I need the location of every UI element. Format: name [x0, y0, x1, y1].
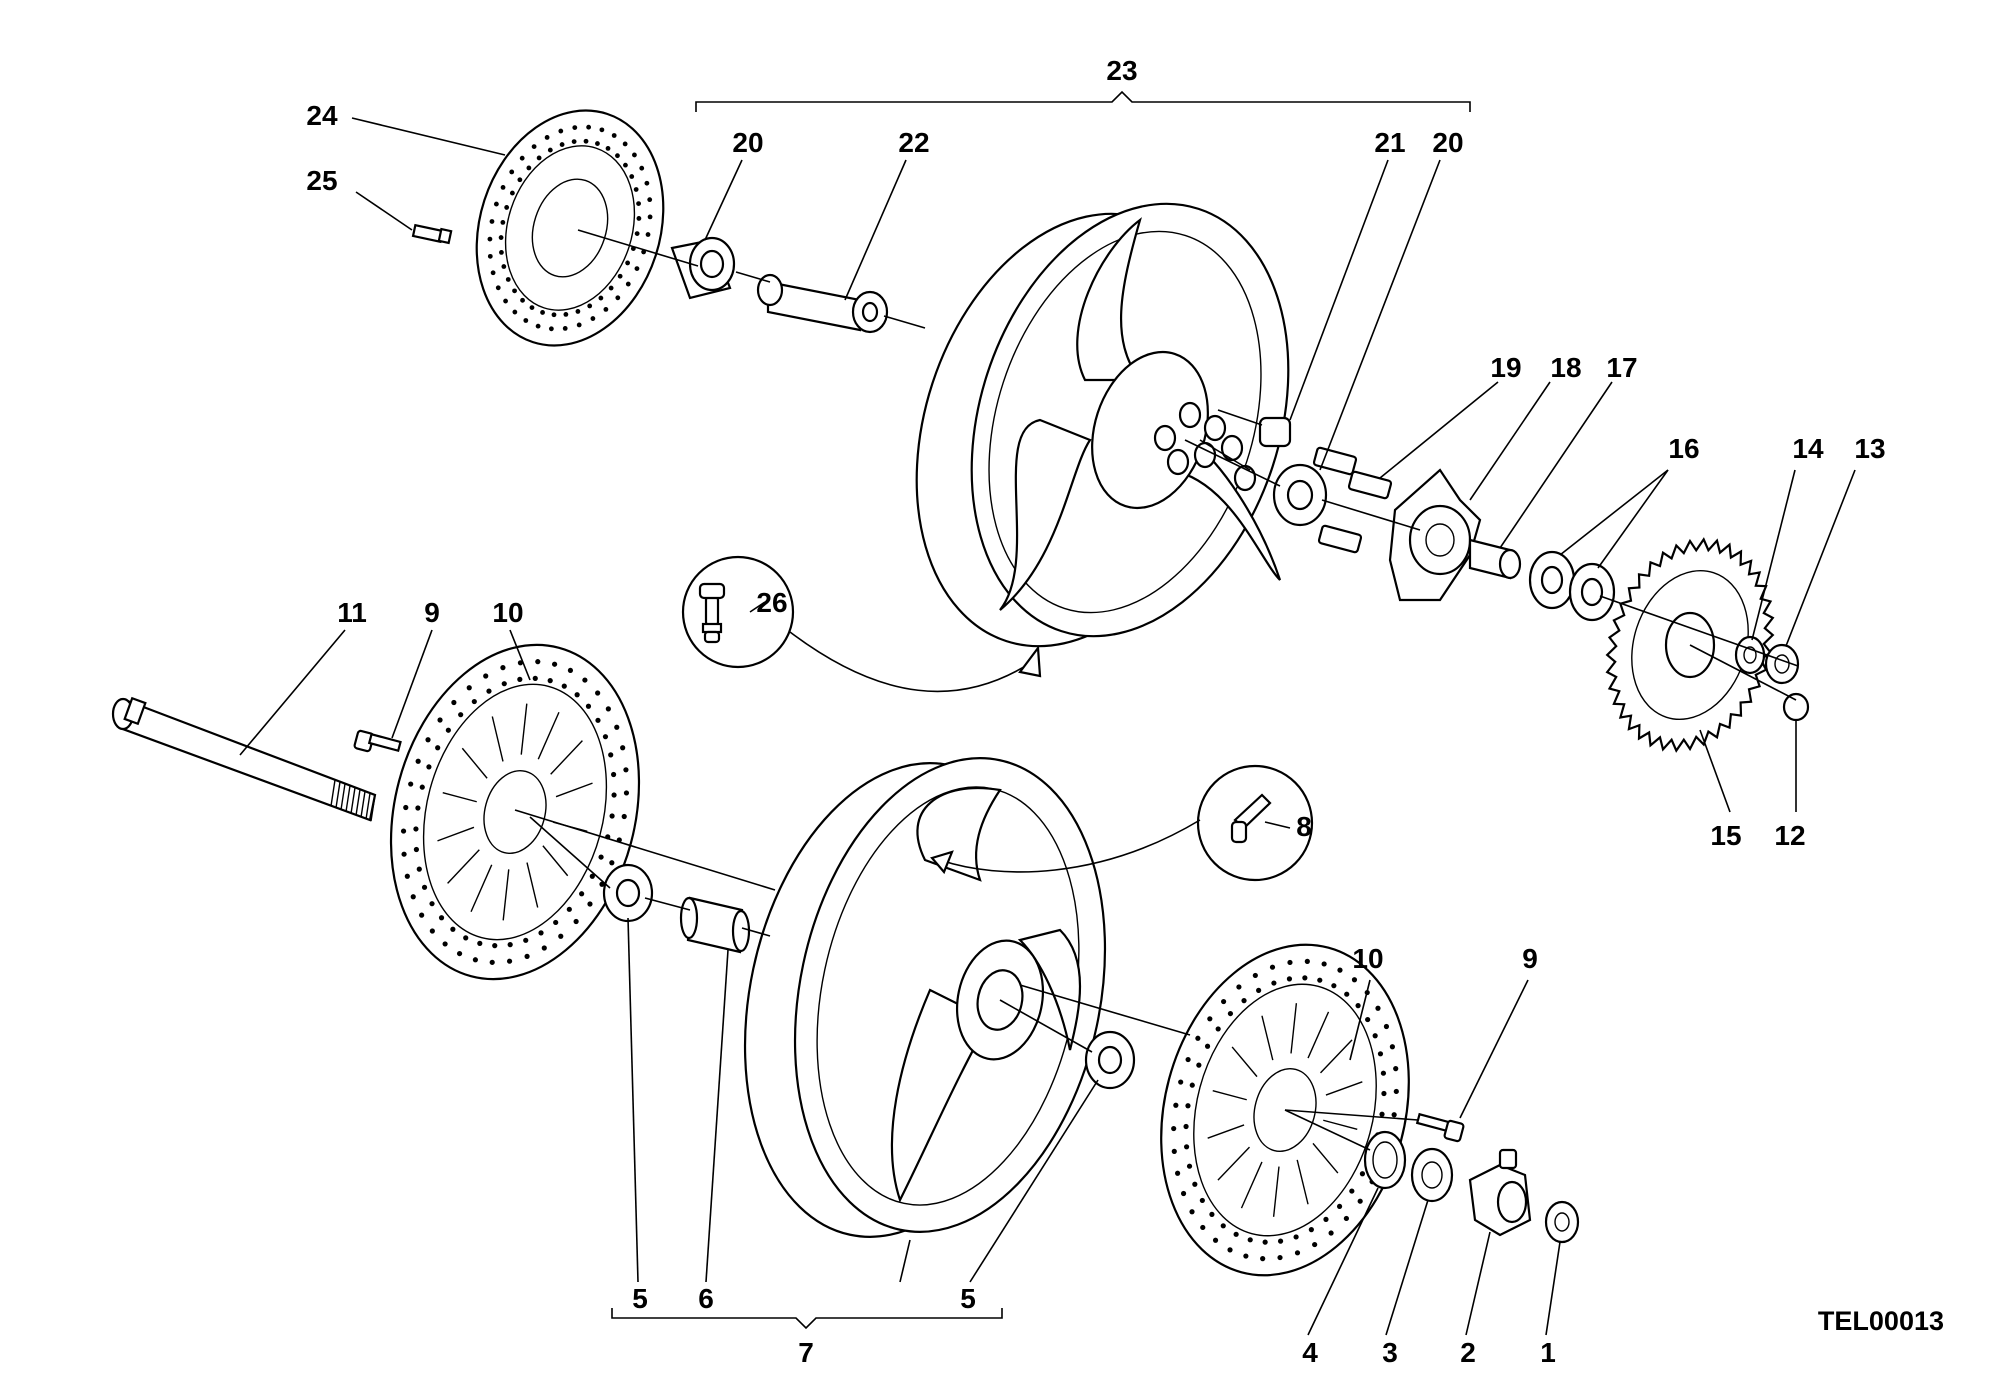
callout-10-left: 10: [492, 597, 523, 628]
bracket-front-wheel-assembly: [611, 1308, 1003, 1330]
rear-brake-disc: [475, 109, 665, 347]
callout-9-left: 9: [424, 597, 440, 628]
callout-3: 3: [1382, 1337, 1398, 1368]
assembly-axis-lines: [514, 229, 1799, 1151]
callout-4: 4: [1302, 1337, 1318, 1368]
front-left-bearing: [602, 863, 654, 923]
callout-6: 6: [698, 1283, 714, 1314]
front-left-disc-screw: [353, 729, 402, 753]
sprocket-carrier: [1388, 468, 1482, 602]
rear-right-bearing: [1272, 463, 1328, 527]
front-spacer: [679, 896, 751, 954]
callout-17: 17: [1606, 352, 1637, 383]
front-axle: [111, 696, 377, 822]
callout-21: 21: [1374, 127, 1405, 158]
front-circlip: [1363, 1130, 1407, 1190]
front-right-bearing: [1084, 1030, 1136, 1090]
front-axle-nut: [1544, 1200, 1580, 1244]
callout-5-right: 5: [960, 1283, 976, 1314]
rear-hub-sleeve: [1258, 416, 1292, 448]
sprocket-nut: [1782, 692, 1810, 722]
callout-2: 2: [1460, 1337, 1476, 1368]
rear-wheel: [915, 202, 1290, 648]
rear-disc-screw: [411, 223, 453, 245]
callout-19: 19: [1490, 352, 1521, 383]
callout-11: 11: [337, 597, 367, 628]
callout-23: 23: [1106, 55, 1137, 86]
callout-leader-lines: [239, 117, 1856, 1336]
speedometer-drive: [1468, 1148, 1532, 1237]
callout-8: 8: [1296, 811, 1312, 842]
rear-valve-inset: [681, 555, 1042, 693]
callout-9-right: 9: [1522, 943, 1538, 974]
callout-26: 26: [756, 587, 787, 618]
front-wheel: [743, 757, 1107, 1238]
sprocket-carrier-studs: [1312, 446, 1393, 554]
callout-16: 16: [1668, 433, 1699, 464]
callout-13: 13: [1854, 433, 1885, 464]
front-valve-inset: [930, 764, 1314, 882]
callout-1: 1: [1540, 1337, 1556, 1368]
carrier-bearings: [1528, 550, 1616, 622]
callout-24: 24: [306, 100, 338, 131]
bracket-rear-wheel-assembly: [695, 90, 1471, 112]
callout-20-right: 20: [1432, 127, 1463, 158]
callout-12: 12: [1774, 820, 1805, 851]
callout-5-left: 5: [632, 1283, 648, 1314]
rear-left-bearing: [670, 236, 736, 300]
callout-10-right: 10: [1352, 943, 1383, 974]
callout-22: 22: [898, 127, 929, 158]
callout-18: 18: [1550, 352, 1581, 383]
rear-spacer-tube: [756, 273, 889, 334]
carrier-sleeve: [1468, 538, 1522, 580]
front-left-brake-disc: [389, 643, 641, 981]
front-right-disc-screw: [1415, 1112, 1465, 1143]
sprocket-washer-b: [1764, 643, 1800, 685]
front-washer: [1410, 1147, 1454, 1203]
drawing-code: TEL00013: [1818, 1306, 1944, 1336]
sprocket-washer-a: [1734, 635, 1766, 675]
callout-25: 25: [306, 165, 337, 196]
callout-14: 14: [1792, 433, 1824, 464]
callout-7: 7: [798, 1337, 814, 1368]
callout-20-left: 20: [732, 127, 763, 158]
callout-15: 15: [1710, 820, 1741, 851]
